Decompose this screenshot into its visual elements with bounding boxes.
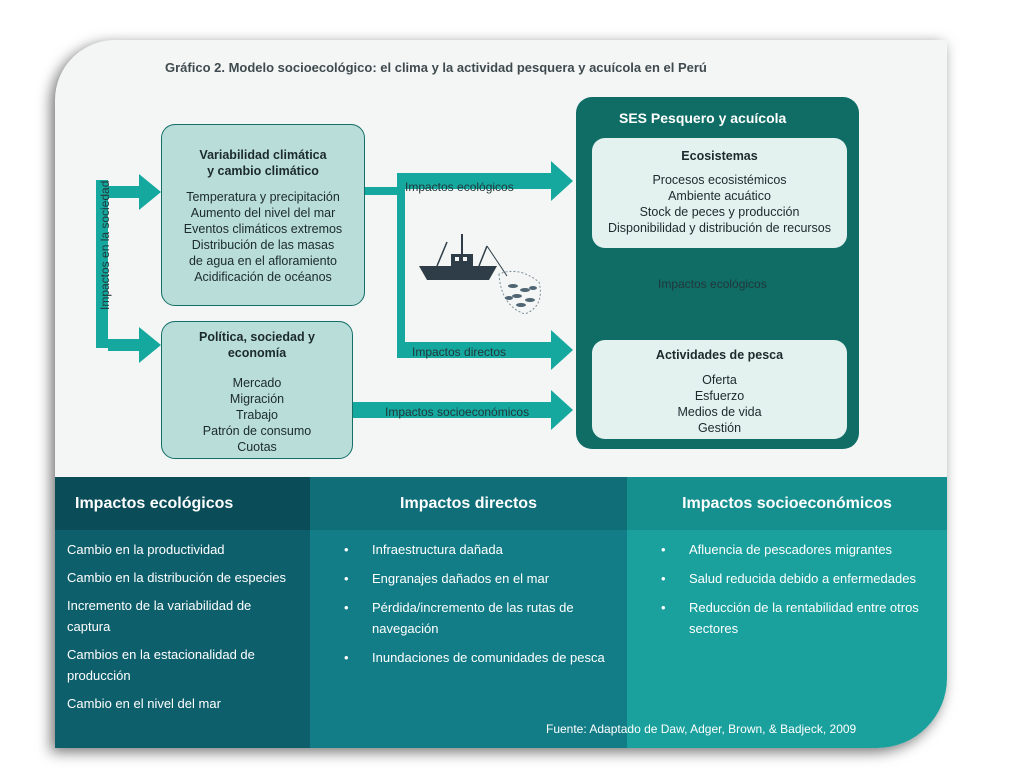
label-impactos-sociedad: Impactos en la sociedad bbox=[98, 180, 112, 310]
politica-title-line2: economía bbox=[227, 346, 287, 360]
list-item-text: Salud reducida debido a enfermedades bbox=[689, 571, 916, 586]
list-item: Cambio en la productividad bbox=[67, 542, 225, 557]
list-item: • Engranajes dañados en el mar bbox=[340, 568, 610, 589]
list-item: • Pérdida/incremento de las rutas de nave… bbox=[340, 597, 610, 639]
clima-items: Temperatura y precipitación Aumento del … bbox=[162, 189, 364, 285]
clima-item: Eventos climáticos extremos bbox=[183, 222, 343, 236]
list-item: • Afluencia de pescadores migrantes bbox=[657, 539, 927, 560]
bullet-icon: • bbox=[661, 600, 666, 615]
list-item: • Reducción de la rentabilidad entre otro… bbox=[657, 597, 927, 639]
politica-item: Trabajo bbox=[236, 408, 278, 422]
box-politica-sociedad-economia: Política, sociedad y economía Mercado Mi… bbox=[161, 321, 353, 459]
column-impactos-ecologicos: Impactos ecológicos Cambio en la product… bbox=[55, 477, 310, 748]
politica-item: Patrón de consumo bbox=[202, 424, 312, 438]
inner-arrow-label: Impactos ecológicos bbox=[658, 277, 767, 291]
actividades-title: Actividades de pesca bbox=[655, 348, 784, 362]
connector-vertical bbox=[397, 180, 405, 358]
politica-items: Mercado Migración Trabajo Patrón de cons… bbox=[162, 375, 352, 455]
ecosistemas-items: Procesos ecosistémicos Ambiente acuático… bbox=[592, 172, 847, 236]
box-ecosistemas: Ecosistemas Procesos ecosistémicos Ambie… bbox=[592, 138, 847, 248]
box-actividades-pesca: Actividades de pesca Oferta Esfuerzo Med… bbox=[592, 340, 847, 439]
ses-title: SES Pesquero y acuícola bbox=[619, 110, 787, 126]
actividades-item: Gestión bbox=[697, 421, 742, 435]
ecosistemas-item: Disponibilidad y distribución de recurso… bbox=[607, 221, 832, 235]
bullet-icon: • bbox=[344, 650, 349, 665]
clima-title-line1: Variabilidad climática bbox=[199, 148, 327, 162]
politica-item: Mercado bbox=[232, 376, 282, 390]
directos-list: • Infraestructura dañada • Engranajes daña… bbox=[340, 539, 610, 676]
column-impactos-directos: Impactos directos • Infraestructura dañad… bbox=[310, 477, 627, 748]
arrow-to-politica bbox=[108, 327, 161, 363]
list-item: • Infraestructura dañada bbox=[340, 539, 610, 560]
figure-title: Gráfico 2. Modelo socioecológico: el cli… bbox=[165, 60, 707, 75]
bullet-icon: • bbox=[344, 542, 349, 557]
arrow-label-socioeconomicos: Impactos socioeconómicos bbox=[385, 405, 530, 419]
connector-stub bbox=[363, 187, 405, 195]
list-item-text: Afluencia de pescadores migrantes bbox=[689, 542, 893, 557]
ecosistemas-item: Ambiente acuático bbox=[668, 189, 771, 203]
socioeconomicos-list: • Afluencia de pescadores migrantes • Salu… bbox=[657, 539, 927, 647]
column-header-directos: Impactos directos bbox=[310, 477, 627, 530]
politica-title-line1: Política, sociedad y bbox=[198, 330, 315, 344]
bullet-icon: • bbox=[661, 542, 666, 557]
arrow-to-clima bbox=[108, 174, 161, 210]
column-impactos-socioeconomicos: Impactos socioeconómicos • Afluencia de p… bbox=[627, 477, 947, 748]
source-note: Fuente: Adaptado de Daw, Adger, Brown, &… bbox=[546, 722, 857, 736]
list-item: • Salud reducida debido a enfermedades bbox=[657, 568, 927, 589]
arrow-socioeconomicos bbox=[351, 390, 573, 430]
column-header-socioeconomicos: Impactos socioeconómicos bbox=[627, 477, 947, 530]
clima-title-line2: y cambio climático bbox=[207, 164, 319, 178]
arrow-label-ecologicos: Impactos ecológicos bbox=[405, 180, 514, 194]
politica-item: Cuotas bbox=[237, 440, 277, 454]
arrow-directos bbox=[397, 330, 573, 370]
list-item: Cambio en la distribución de especies bbox=[67, 570, 286, 585]
clima-item: Aumento del nivel del mar bbox=[190, 206, 336, 220]
ecologicos-list: Cambio en la productividad Cambio en la … bbox=[67, 539, 297, 721]
politica-item: Migración bbox=[229, 392, 285, 406]
box-variabilidad-climatica: Variabilidad climática y cambio climátic… bbox=[161, 124, 365, 306]
list-item-text: Infraestructura dañada bbox=[372, 542, 503, 557]
clima-item: Acidificación de océanos bbox=[194, 270, 332, 284]
ecosistemas-item: Stock de peces y producción bbox=[639, 205, 800, 219]
bullet-icon: • bbox=[344, 600, 349, 615]
arrow-label-directos: Impactos directos bbox=[412, 345, 507, 359]
list-item-text: Engranajes dañados en el mar bbox=[372, 571, 550, 586]
list-item: • Inundaciones de comunidades de pesca bbox=[340, 647, 610, 668]
fishing-boat-with-net-icon bbox=[419, 234, 541, 315]
list-item: Cambio en el nivel del mar bbox=[67, 696, 221, 711]
list-item-text: Reducción de la rentabilidad entre otros… bbox=[689, 600, 919, 636]
bullet-icon: • bbox=[344, 571, 349, 586]
actividades-items: Oferta Esfuerzo Medios de vida Gestión bbox=[592, 372, 847, 436]
clima-item: Distribución de las masas bbox=[191, 238, 335, 252]
ses-panel: SES Pesquero y acuícola Ecosistemas Proc… bbox=[576, 97, 859, 449]
list-item-text: Inundaciones de comunidades de pesca bbox=[372, 650, 605, 665]
politica-title: Política, sociedad y economía bbox=[162, 329, 352, 361]
bullet-icon: • bbox=[661, 571, 666, 586]
arrow-ecologicos bbox=[397, 161, 573, 201]
clima-title: Variabilidad climática y cambio climátic… bbox=[162, 147, 364, 179]
ecosistemas-title: Ecosistemas bbox=[681, 149, 758, 163]
clima-item: de agua en el afloramiento bbox=[188, 254, 338, 268]
society-bar bbox=[96, 180, 108, 348]
actividades-item: Oferta bbox=[702, 373, 737, 387]
list-item: Cambios en la estacionalidad de producci… bbox=[67, 647, 255, 683]
list-item-text: Pérdida/incremento de las rutas de naveg… bbox=[372, 600, 574, 636]
actividades-item: Medios de vida bbox=[677, 405, 762, 419]
column-header-ecologicos: Impactos ecológicos bbox=[55, 477, 310, 530]
actividades-item: Esfuerzo bbox=[694, 389, 745, 403]
clima-item: Temperatura y precipitación bbox=[186, 190, 340, 204]
list-item: Incremento de la variabilidad de captura bbox=[67, 598, 252, 634]
diagram-card: Gráfico 2. Modelo socioecológico: el cli… bbox=[55, 40, 947, 748]
ecosistemas-item: Procesos ecosistémicos bbox=[652, 173, 787, 187]
